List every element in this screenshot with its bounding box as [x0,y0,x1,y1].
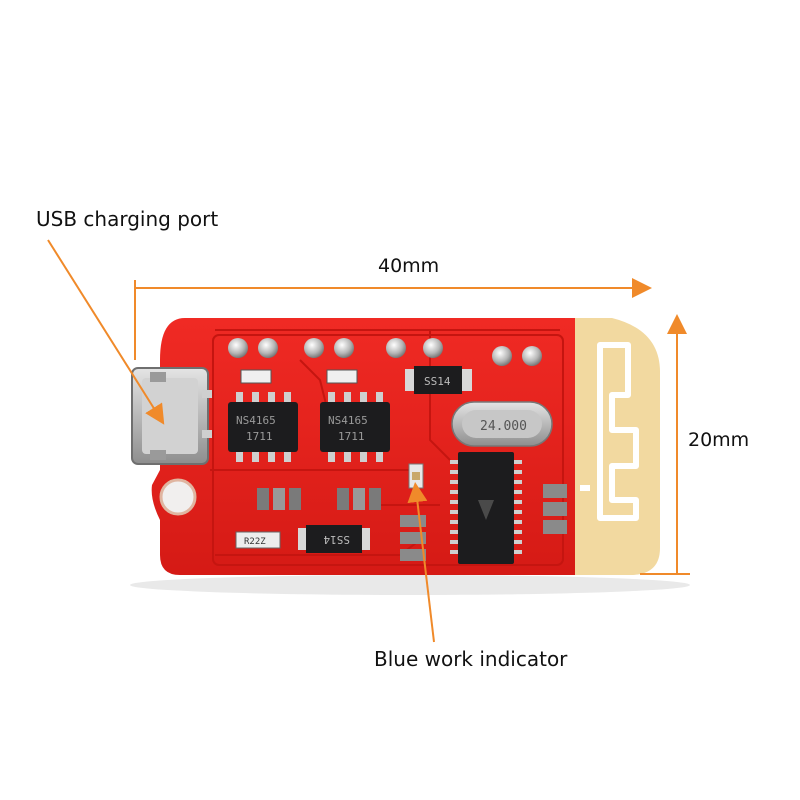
usb-port [131,367,212,465]
amp-chip-2-label: NS4165 [328,414,368,427]
board-shadow [130,575,690,595]
amp-chip-2: NS4165 1711 [320,392,390,462]
diode-bottom: SS14 [298,525,370,553]
blue-led [408,463,424,489]
antenna-trace [580,342,639,521]
dimension-width [640,314,690,575]
smd-r22z: R22Z [235,531,281,549]
width-dimension-label: 20mm [688,429,750,451]
amp-chip-2-date: 1711 [338,430,365,443]
diode-bottom-label: SS14 [323,533,350,546]
mounting-hole [159,478,197,516]
indicator-label: Blue work indicator [374,647,568,671]
dimension-length [134,278,652,360]
amp-chip-1-date: 1711 [246,430,273,443]
crystal-label: 24.000 [480,419,527,434]
antenna-area [570,318,660,575]
length-dimension-label: 40mm [378,255,440,277]
diode-top-label: SS14 [424,375,451,388]
crystal: 24.000 [451,401,553,447]
diode-top: SS14 [405,366,472,394]
usb-callout-arrow [47,239,165,425]
usb-port-label: USB charging port [36,207,219,231]
solder-pads [228,338,542,366]
led-callout-arrow [407,482,435,643]
smd-r22z-label: R22Z [244,537,266,547]
amp-chip-1: NS4165 1711 [228,392,298,462]
amp-chip-1-label: NS4165 [236,414,276,427]
bluetooth-chip [450,452,522,564]
